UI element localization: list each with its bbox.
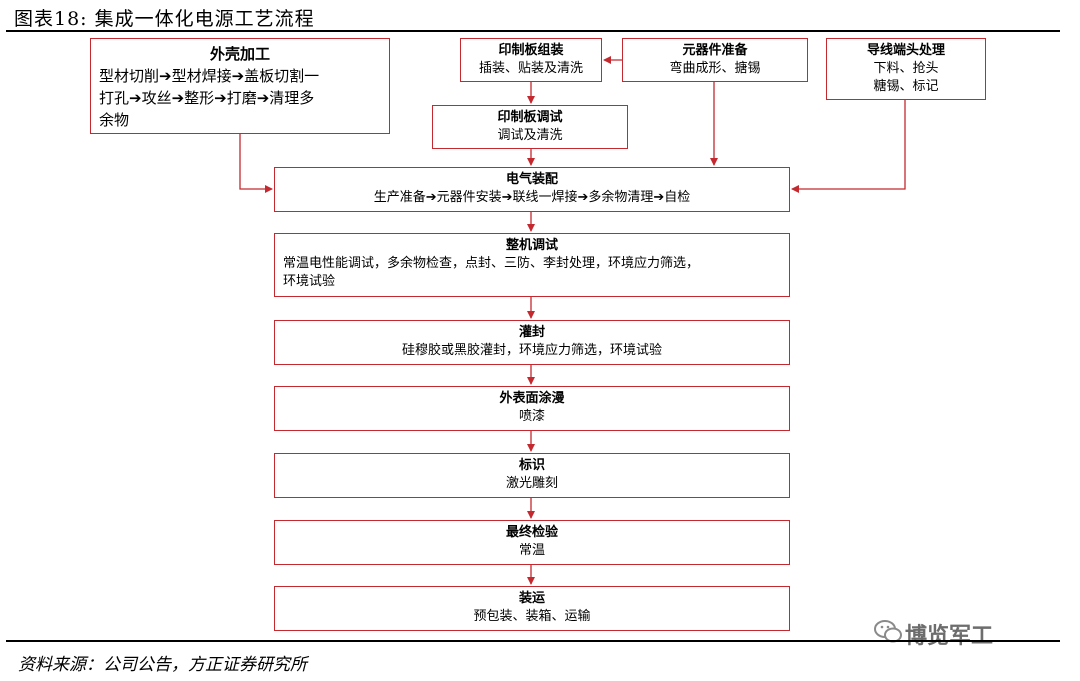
box-line: 余物 — [99, 111, 130, 129]
box-line: 调试及清洗 — [497, 128, 563, 143]
box-title: 电气装配 — [505, 172, 558, 187]
wechat-icon — [874, 620, 902, 643]
box-line: 糖锡、标记 — [873, 79, 939, 94]
box-line: 激光雕刻 — [505, 476, 558, 491]
box-title: 最终检验 — [505, 525, 558, 540]
box-line: 打孔➔攻丝➔整形➔打磨➔清理多 — [99, 89, 315, 107]
box-surface-coating: 外表面涂漫 喷漆 — [274, 386, 790, 431]
box-line: 插装、贴装及清洗 — [478, 61, 583, 76]
box-line: 喷漆 — [518, 409, 545, 424]
box-electrical-assembly: 电气装配 生产准备➔元器件安装➔联线一焊接➔多余物清理➔自检 — [274, 167, 790, 212]
box-line: 生产准备➔元器件安装➔联线一焊接➔多余物清理➔自检 — [373, 190, 691, 205]
bottom-rule — [6, 640, 1060, 642]
box-title: 印制板调试 — [497, 110, 563, 125]
box-wire-end-processing: 导线端头处理 下料、抢头 糖锡、标记 — [826, 38, 986, 100]
box-title: 整机调试 — [505, 238, 558, 253]
box-line: 常温 — [518, 543, 545, 558]
arrow-wire-to-electrical — [791, 100, 906, 193]
box-title: 灌封 — [518, 325, 545, 340]
box-line: 常温电性能调试，多余物检查，点封、三防、李封处理，环境应力筛选， — [283, 256, 700, 271]
box-component-prep: 元器件准备 弯曲成形、搪锡 — [622, 38, 808, 82]
arrow-shell-to-electrical — [239, 134, 273, 193]
box-title: 标识 — [518, 458, 545, 473]
box-title: 元器件准备 — [682, 43, 748, 58]
box-title: 印制板组装 — [498, 43, 564, 58]
box-title: 装运 — [518, 591, 545, 606]
box-marking: 标识 激光雕刻 — [274, 453, 790, 498]
box-line: 硅穆胶或黑胶灌封，环境应力筛选，环境试验 — [401, 343, 662, 358]
box-potting: 灌封 硅穆胶或黑胶灌封，环境应力筛选，环境试验 — [274, 320, 790, 365]
box-shell-processing: 外壳加工 型材切削➔型材焊接➔盖板切割一 打孔➔攻丝➔整形➔打磨➔清理多 余物 — [90, 38, 390, 134]
figure-title: 图表18: 集成一体化电源工艺流程 — [14, 8, 315, 30]
box-machine-debug: 整机调试 常温电性能调试，多余物检查，点封、三防、李封处理，环境应力筛选， 环境… — [274, 233, 790, 297]
box-title: 导线端头处理 — [866, 43, 945, 58]
watermark-text: 博览军工 — [905, 624, 994, 649]
box-line: 环境试验 — [283, 274, 336, 289]
box-pcb-debug: 印制板调试 调试及清洗 — [432, 105, 628, 149]
box-title: 外壳加工 — [209, 45, 270, 63]
box-final-inspection: 最终检验 常温 — [274, 520, 790, 565]
source-note: 资料来源：公司公告，方正证券研究所 — [18, 655, 307, 675]
box-pcb-assembly: 印制板组装 插装、贴装及清洗 — [460, 38, 602, 82]
box-line: 型材切削➔型材焊接➔盖板切割一 — [99, 67, 320, 85]
box-line: 弯曲成形、搪锡 — [669, 61, 761, 76]
top-rule — [6, 30, 1060, 32]
box-line: 预包装、装箱、运输 — [473, 609, 591, 624]
box-title: 外表面涂漫 — [499, 391, 565, 406]
box-shipping: 装运 预包装、装箱、运输 — [274, 586, 790, 631]
box-line: 下料、抢头 — [873, 61, 939, 76]
